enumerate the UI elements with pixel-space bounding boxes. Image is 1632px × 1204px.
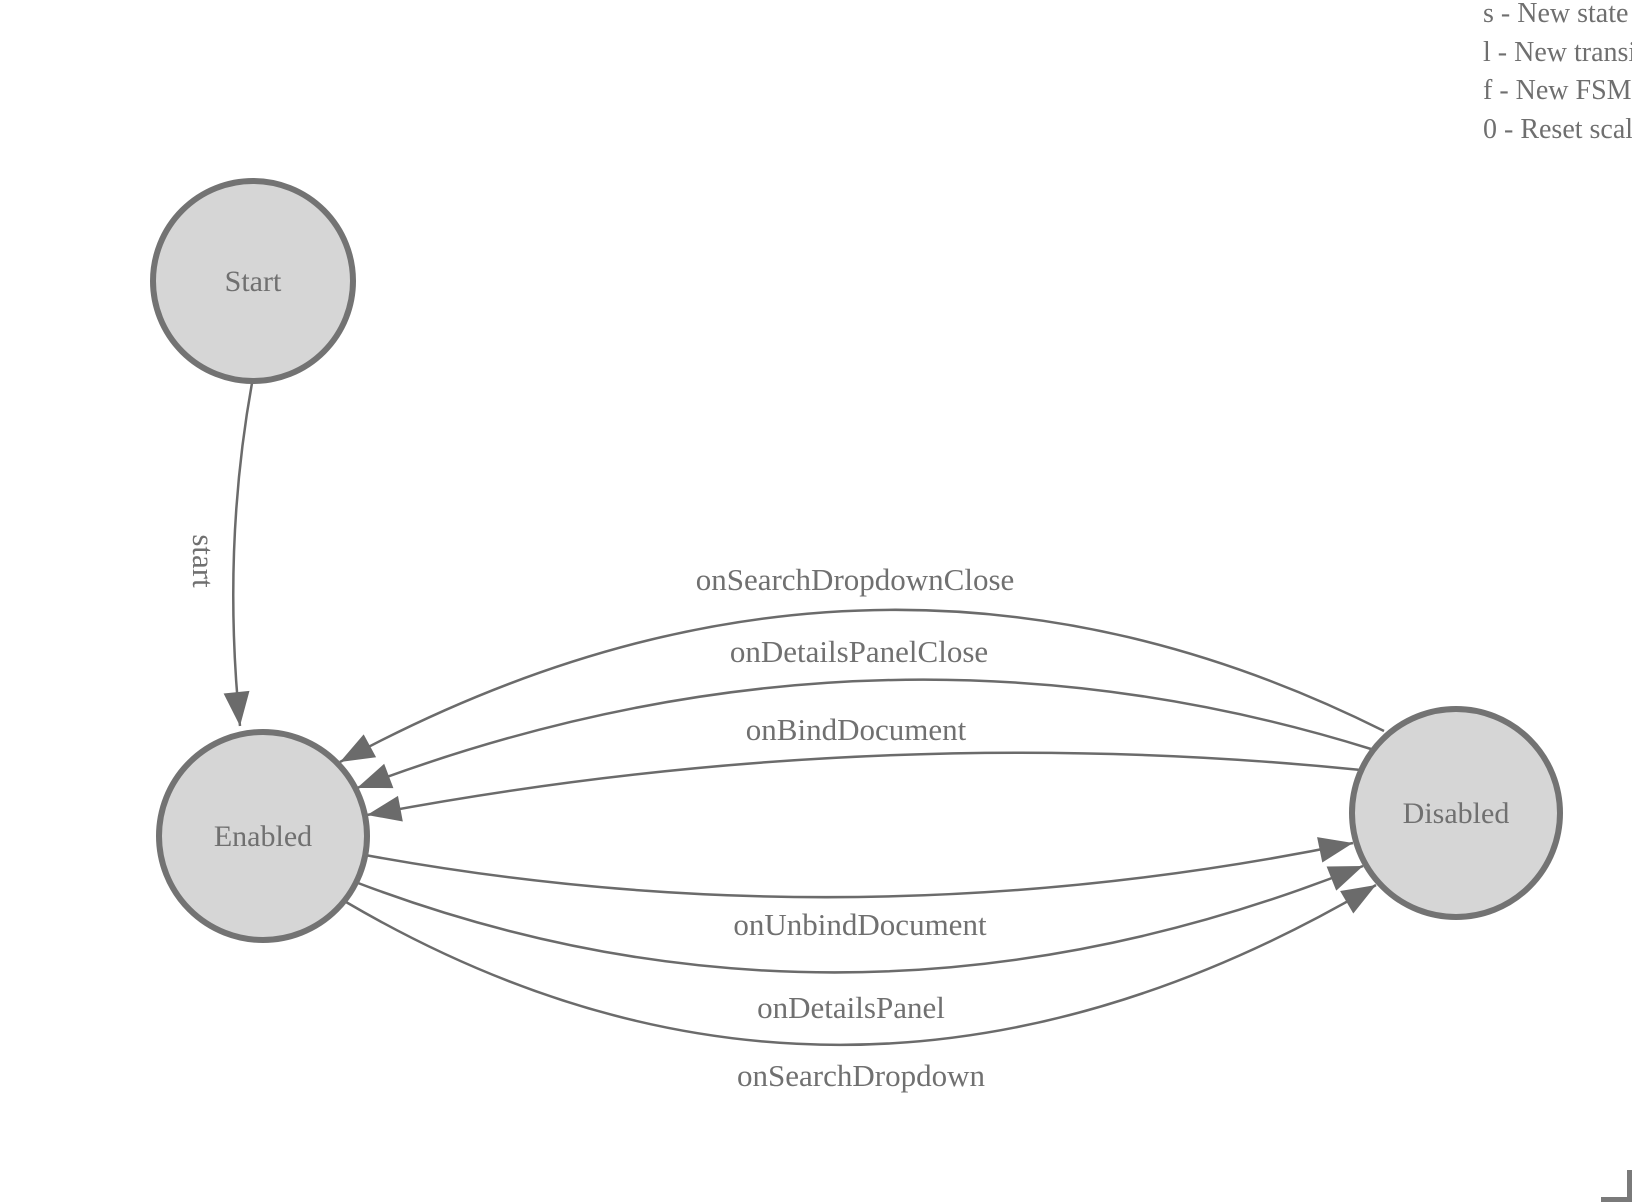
transition-path[interactable] — [364, 841, 1354, 899]
state-label: Start — [225, 265, 282, 298]
transition-label: onUnbindDocument — [733, 907, 987, 942]
transition-onUnbindDocument[interactable]: onUnbindDocument — [364, 837, 1354, 942]
transition-onBindDocument[interactable]: onBindDocument — [366, 712, 1362, 822]
transition-arrowhead-icon — [340, 734, 377, 762]
transition-path[interactable] — [357, 864, 1364, 974]
state-node-start[interactable]: Start — [150, 178, 356, 384]
transition-label: onBindDocument — [746, 712, 967, 747]
canvas-border-corner-vertical — [1627, 1170, 1632, 1202]
state-circle[interactable] — [150, 178, 356, 384]
transition-arrowhead-icon — [1340, 885, 1376, 914]
transition-onSearchDropdown[interactable]: onSearchDropdown — [345, 883, 1377, 1093]
transition-label: onDetailsPanelClose — [730, 634, 988, 669]
transition-arrowhead-icon — [1317, 837, 1353, 863]
transition-path[interactable] — [345, 883, 1377, 1046]
transition-arrowhead-icon — [367, 795, 403, 822]
transition-path[interactable] — [366, 751, 1362, 817]
transition-path[interactable] — [339, 608, 1385, 764]
transition-start[interactable]: start — [186, 382, 254, 727]
transition-onSearchDropdownClose[interactable]: onSearchDropdownClose — [339, 562, 1385, 764]
state-node-disabled[interactable]: Disabled — [1349, 706, 1563, 920]
state-node-enabled[interactable]: Enabled — [156, 729, 370, 943]
state-label: Disabled — [1403, 797, 1510, 830]
transition-onDetailsPanel[interactable]: onDetailsPanel — [357, 864, 1364, 1025]
transition-onDetailsPanelClose[interactable]: onDetailsPanelClose — [356, 634, 1372, 790]
transition-label: onSearchDropdown — [737, 1058, 985, 1093]
transition-arrowhead-icon — [357, 763, 394, 789]
state-label: Enabled — [214, 820, 312, 853]
transition-path[interactable] — [232, 382, 254, 727]
legend-item-new-transition: l - New transition — [1483, 36, 1632, 68]
shortcut-legend: s - New state l - New transition f - New… — [1483, 0, 1632, 149]
transition-label: onDetailsPanel — [757, 990, 945, 1025]
transition-arrowhead-icon — [1326, 866, 1363, 891]
transition-path[interactable] — [356, 678, 1372, 790]
canvas-border-corner-horizontal — [1601, 1197, 1632, 1202]
transition-arrowhead-icon — [223, 690, 250, 726]
transition-label: start — [186, 534, 221, 588]
legend-item-reset: 0 - Reset scale — [1483, 113, 1632, 145]
state-circle[interactable] — [156, 729, 370, 943]
legend-item-new-fsm: f - New FSM — [1483, 75, 1632, 106]
transition-label: onSearchDropdownClose — [696, 562, 1015, 597]
legend-item-new-state: s - New state — [1483, 0, 1629, 29]
state-circle[interactable] — [1349, 706, 1563, 920]
